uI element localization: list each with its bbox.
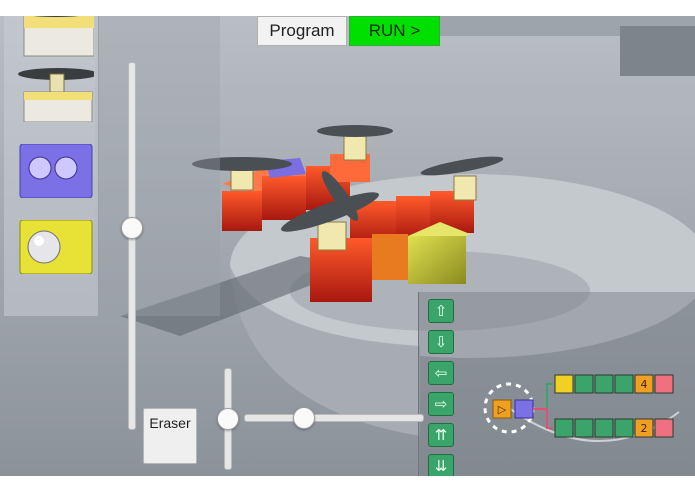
play-start-glyph: ▷ bbox=[498, 403, 507, 416]
run-button[interactable]: RUN > bbox=[349, 16, 440, 46]
panel-backdrop bbox=[95, 16, 220, 316]
thrust-icon[interactable] bbox=[594, 374, 614, 394]
up-icon[interactable] bbox=[614, 418, 634, 438]
ascend-icon[interactable]: ⇈ bbox=[428, 423, 454, 447]
thrust-icon[interactable] bbox=[594, 418, 614, 438]
sphere-joint-block-icon[interactable] bbox=[16, 220, 94, 274]
program-button[interactable]: Program bbox=[257, 16, 347, 46]
3d-scene[interactable] bbox=[0, 16, 695, 476]
eyes-sensor-block-icon[interactable] bbox=[16, 144, 94, 198]
program-block-diagram[interactable]: ▷ 4 2 bbox=[479, 352, 689, 472]
zoom-slider-knob[interactable] bbox=[121, 216, 143, 239]
drone[interactable] bbox=[192, 125, 504, 302]
up-icon[interactable] bbox=[554, 418, 574, 438]
stop-icon[interactable] bbox=[654, 374, 674, 394]
cast-shadow bbox=[120, 256, 360, 336]
repeat-count-label: 2 bbox=[641, 422, 648, 435]
stop-icon[interactable] bbox=[654, 418, 674, 438]
parts-palette bbox=[4, 16, 99, 316]
program-panel: ⇧ ⇩ ⇦ ⇨ ⇈ ⇊ ▷ 4 2 bbox=[418, 292, 695, 476]
game-viewport[interactable]: ⇧ ⇩ ⇦ ⇨ ⇈ ⇊ ▷ 4 2 Program RUN > Eraser bbox=[0, 16, 695, 476]
pitch-slider-knob[interactable] bbox=[217, 408, 239, 430]
wing-block-icon[interactable] bbox=[16, 16, 94, 70]
eraser-button[interactable]: Eraser bbox=[143, 408, 197, 464]
branch-line-bottom bbox=[533, 408, 553, 429]
arrow-right-icon[interactable]: ⇨ bbox=[428, 392, 454, 416]
repeat-count-icon[interactable] bbox=[634, 418, 654, 438]
thrust-icon[interactable] bbox=[574, 374, 594, 394]
up-icon[interactable] bbox=[614, 374, 634, 394]
program-row-2: 2 bbox=[554, 418, 674, 438]
repeat-count-icon[interactable] bbox=[634, 374, 654, 394]
propeller-block-icon[interactable] bbox=[16, 68, 94, 122]
rotate-slider-knob[interactable] bbox=[292, 407, 315, 429]
arrow-up-icon[interactable]: ⇧ bbox=[428, 299, 454, 323]
program-row-1: 4 bbox=[554, 374, 674, 394]
zoom-slider-track[interactable] bbox=[128, 62, 136, 430]
branch-line-top bbox=[533, 383, 553, 410]
distant-block bbox=[620, 26, 695, 76]
platform-side bbox=[230, 266, 420, 436]
arrow-left-icon[interactable]: ⇦ bbox=[428, 361, 454, 385]
descend-icon[interactable]: ⇊ bbox=[428, 454, 454, 476]
bottom-strip bbox=[0, 476, 695, 494]
speaker-icon[interactable] bbox=[514, 399, 534, 419]
rotate-icon[interactable] bbox=[574, 418, 594, 438]
play-start-icon[interactable] bbox=[492, 399, 512, 419]
repeat-count-label: 4 bbox=[641, 378, 648, 391]
rotate-slider-track[interactable] bbox=[244, 414, 424, 422]
arrow-down-icon[interactable]: ⇩ bbox=[428, 330, 454, 354]
light-icon[interactable] bbox=[554, 374, 574, 394]
